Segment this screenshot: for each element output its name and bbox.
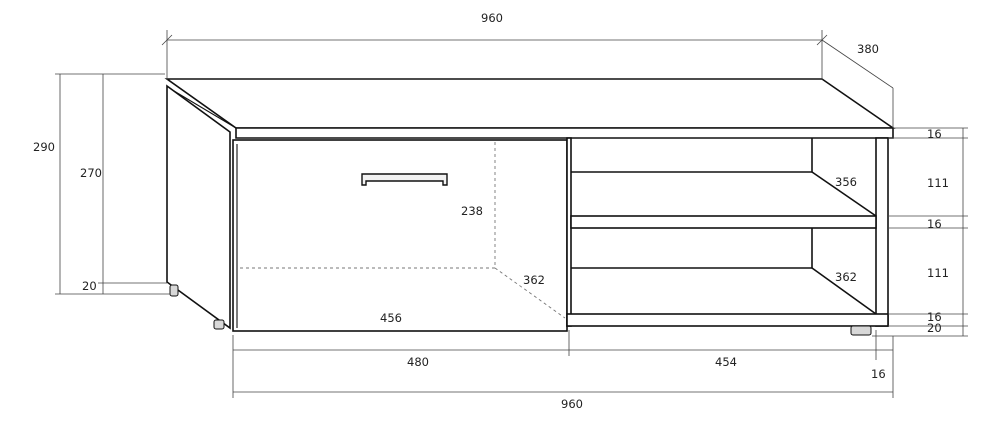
left-side-top-edge	[173, 90, 237, 129]
label-depth-top: 380	[857, 42, 879, 56]
label-lower-opening-height: 111	[927, 266, 949, 280]
label-top-panel-thickness: 16	[927, 127, 942, 141]
label-side-panel-thickness: 16	[871, 367, 886, 381]
right-side-panel	[875, 137, 889, 327]
lower-shelf-side-edge	[811, 267, 877, 315]
foot-left-back	[169, 284, 179, 297]
label-total-height: 290	[33, 140, 55, 154]
bottom-board	[566, 313, 889, 327]
top-board-front-edge	[235, 127, 894, 139]
label-drawer-section-width: 480	[407, 355, 429, 369]
drawer-handle-icon	[361, 173, 448, 186]
middle-shelf	[570, 215, 877, 229]
top-board-top-face	[164, 78, 896, 129]
label-foot-height-left: 20	[82, 279, 97, 293]
label-lower-shelf-depth: 362	[835, 270, 857, 284]
label-total-width-bottom: 960	[561, 397, 583, 411]
open-section	[566, 137, 889, 327]
dimension-lines	[55, 30, 968, 398]
label-drawer-inner-width: 456	[380, 311, 402, 325]
cabinet	[164, 78, 896, 336]
drawer-front	[232, 139, 568, 332]
label-drawer-inner-height: 238	[461, 204, 483, 218]
label-shelf-thickness: 16	[927, 217, 942, 231]
label-total-width-top: 960	[481, 11, 503, 25]
foot-right-front	[850, 325, 872, 336]
label-foot-height-right: 20	[927, 321, 942, 335]
label-open-section-width: 454	[715, 355, 737, 369]
label-upper-shelf-depth: 356	[835, 175, 857, 189]
label-upper-opening-height: 111	[927, 176, 949, 190]
label-body-height: 270	[80, 166, 102, 180]
drawer-hidden-depth-edge	[494, 267, 566, 319]
label-bottom-panel-thickness: 16	[927, 310, 942, 324]
label-drawer-inner-depth: 362	[523, 273, 545, 287]
dimension-labels: 960 380 290 270 20 238 362 456 356 362 1…	[33, 11, 949, 411]
middle-divider	[566, 137, 572, 327]
left-side-panel	[166, 84, 231, 330]
upper-shelf-side-edge	[811, 171, 877, 217]
foot-left-front	[213, 319, 225, 330]
